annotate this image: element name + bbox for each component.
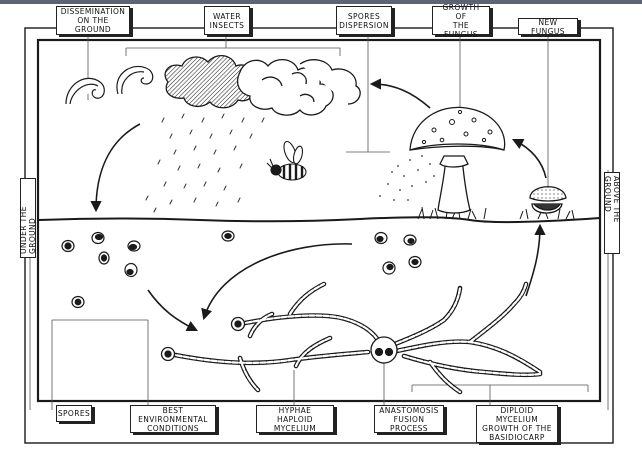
label-water-insects: WATER INSECTS (204, 6, 250, 35)
cycle-arrows (90, 78, 547, 332)
spore (382, 261, 396, 275)
label-anastomosis: ANASTOMOSIS FUSION PROCESS (374, 405, 444, 433)
rain-drops (145, 113, 265, 213)
rain-cloud-icon (164, 55, 361, 116)
mushroom-icon (409, 106, 506, 214)
label-spores-dispersion: SPORES DISPERSION (336, 6, 392, 35)
germinating-spore (160, 346, 176, 362)
spore (374, 231, 388, 245)
spores (61, 230, 422, 309)
new-fungus-icon (529, 186, 567, 214)
bee-icon (266, 140, 307, 181)
label-dissemination: DISSEMINATION ON THE GROUND (56, 6, 130, 35)
spore (91, 231, 105, 245)
spore (127, 240, 141, 252)
label-under-ground: UNDER THE GROUND (19, 178, 37, 258)
label-growth-fungus: GROWTH OF THE FUNGUS (432, 3, 490, 39)
inner-frame (36, 38, 602, 403)
spore (61, 239, 75, 253)
hyphae-network (160, 281, 543, 395)
spore (71, 295, 85, 309)
arrow-cloud-to-ground (90, 123, 141, 213)
spore (221, 230, 235, 242)
label-above-ground: ABOVE THE GROUND (603, 172, 621, 254)
spore (124, 262, 138, 278)
arrow-new-to-growth (511, 138, 547, 179)
label-hyphae: HYPHAE HAPLOID MYCELIUM (256, 405, 334, 433)
arrow-mycelium-up (525, 223, 546, 297)
arrow-mushroom-to-cloud (369, 78, 431, 109)
label-new-fungus: NEW FUNGUS (518, 18, 578, 36)
fusion-cell (370, 336, 398, 364)
germinating-spore (230, 316, 246, 332)
arrow-under-left (201, 243, 353, 321)
label-best-environmental-conditions: BEST ENVIRONMENTAL CONDITIONS (130, 405, 216, 433)
wind-swirl-icon (65, 65, 154, 105)
arrow-spores-to-hyphae (147, 289, 199, 332)
spore (403, 234, 417, 246)
dispersing-spores (379, 155, 435, 201)
label-spores: SPORES (56, 405, 92, 422)
spore (98, 251, 110, 265)
window-top-bar (0, 0, 642, 4)
label-diploid-mycelium: DIPLOID MYCELIUM GROWTH OF THE BASIDIOCA… (476, 405, 558, 443)
spore (408, 255, 422, 269)
ground-line (38, 216, 601, 224)
